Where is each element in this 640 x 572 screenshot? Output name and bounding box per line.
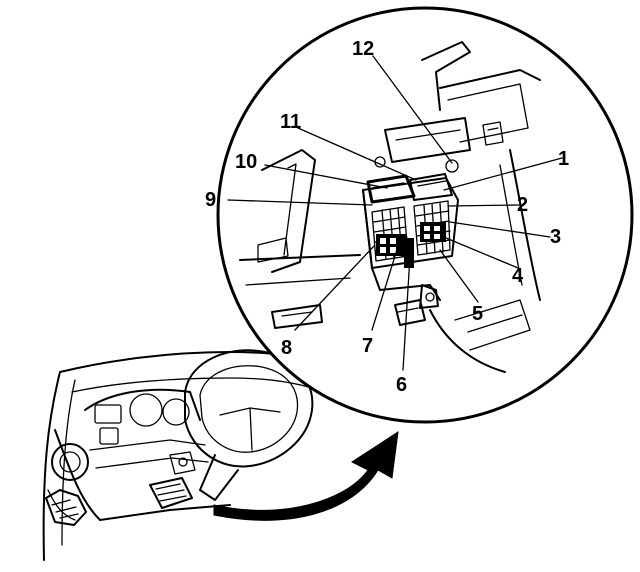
callout-8: 8 — [281, 337, 292, 359]
callout-6: 6 — [396, 374, 407, 396]
callout-7: 7 — [362, 335, 373, 357]
callout-10: 10 — [235, 151, 257, 173]
callout-1: 1 — [558, 148, 569, 170]
callout-5: 5 — [472, 303, 483, 325]
callout-labels: 1 2 3 4 5 6 7 8 9 10 11 12 — [205, 38, 569, 396]
leader-lines — [227, 55, 563, 371]
leader-5 — [439, 249, 479, 303]
callout-11: 11 — [280, 111, 301, 133]
leader-3 — [449, 221, 551, 238]
leader-8 — [294, 245, 375, 331]
callout-12: 12 — [352, 38, 374, 60]
leader-9 — [227, 199, 373, 206]
leader-7 — [371, 239, 401, 331]
leader-10 — [264, 164, 388, 189]
leader-4 — [445, 237, 519, 269]
callout-9: 9 — [205, 189, 216, 211]
location-arrow — [213, 430, 399, 521]
leader-1 — [443, 157, 563, 191]
detail-contents — [239, 41, 541, 373]
dashboard-overview — [42, 349, 326, 561]
callout-4: 4 — [512, 265, 524, 287]
leader-12 — [372, 55, 453, 164]
callout-3: 3 — [550, 226, 561, 248]
leader-11 — [297, 127, 417, 181]
callout-2: 2 — [517, 194, 528, 216]
leader-2 — [447, 204, 521, 207]
leader-6 — [402, 255, 411, 371]
